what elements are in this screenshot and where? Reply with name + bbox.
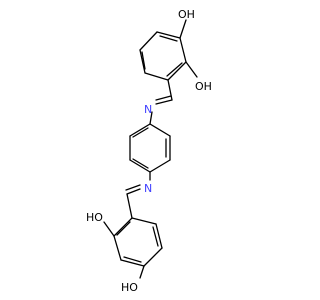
bond [179, 37, 187, 63]
double-bond [141, 51, 146, 70]
oh-label-top-ortho: OH [195, 80, 212, 93]
bond-ch-n [155, 99, 173, 105]
bond-oh-top-ortho [185, 61, 198, 78]
bond-oh-bottom-ortho [103, 221, 115, 237]
bond [149, 159, 171, 173]
bond [129, 159, 151, 173]
double-bond [159, 35, 178, 42]
bond [113, 235, 122, 261]
bond-n-ring [149, 111, 153, 125]
bottom-ring [113, 217, 163, 267]
bond [144, 72, 169, 81]
bond [155, 223, 163, 249]
bond [139, 31, 158, 51]
n-label-upper: N [144, 103, 152, 116]
bond-ring-ch [167, 79, 173, 101]
top-ring [139, 31, 187, 81]
double-bond [132, 158, 149, 169]
bond [139, 49, 146, 74]
oh-label-bottom-ortho: HO [86, 211, 103, 224]
central-ring [129, 123, 171, 173]
double-bond [116, 221, 131, 236]
oh-label-top-para: OH [178, 8, 195, 21]
bond [143, 247, 163, 267]
double-bond-ch-n [155, 95, 172, 101]
n-label-lower: N [144, 182, 152, 195]
bond [167, 61, 187, 81]
bond-ch-ring [126, 193, 133, 219]
bond [120, 259, 145, 267]
bond-oh-top-para [179, 19, 187, 39]
double-bond [152, 226, 159, 247]
double-bond-n-ch [125, 184, 141, 191]
bond [149, 123, 171, 137]
bond [113, 217, 133, 237]
bond-n-ch [126, 188, 141, 195]
double-bond [123, 256, 142, 263]
bond [131, 217, 157, 225]
double-bond [132, 127, 149, 138]
structure-diagram: OH OH N N HO HO [86, 8, 212, 294]
oh-label-bottom-para: HO [121, 281, 138, 294]
bond [156, 31, 181, 39]
double-bond [166, 62, 183, 77]
bond [129, 123, 151, 137]
bond-oh-bottom-para [139, 265, 145, 279]
